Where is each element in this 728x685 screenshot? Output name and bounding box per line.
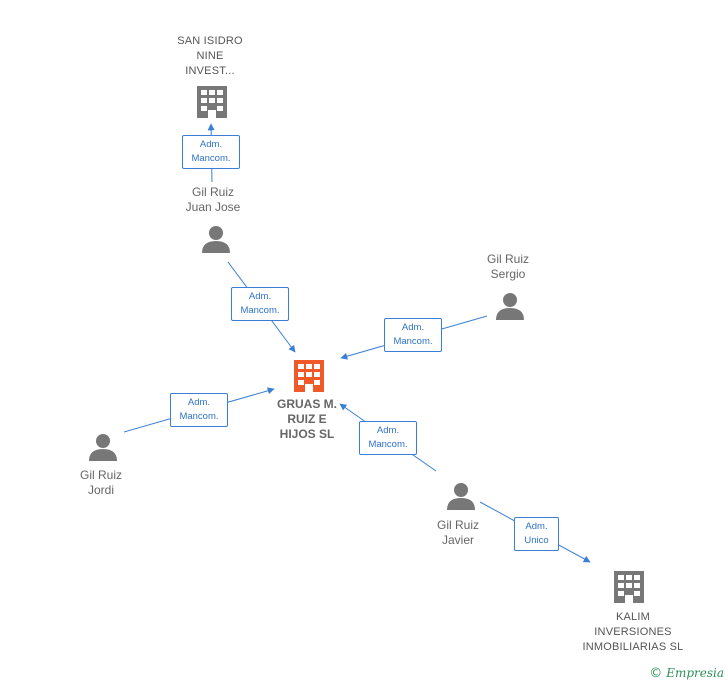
role-badge-javier-kalim: Adm. Unico [514, 517, 559, 551]
san-isidro-building-icon[interactable] [197, 86, 227, 118]
role-badge-juan-jose-san-isidro: Adm. Mancom. [182, 135, 240, 169]
sergio-label[interactable]: Gil Ruiz Sergio [486, 252, 529, 281]
sergio-person-icon[interactable] [496, 293, 524, 320]
kalim-building-icon[interactable] [614, 571, 644, 603]
copyright-symbol: © [649, 666, 663, 681]
javier-label[interactable]: Gil Ruiz Javier [436, 518, 479, 547]
role-badge-javier-main: Adm. Mancom. [359, 421, 417, 455]
main-company-label[interactable]: GRUAS M. RUIZ E HIJOS SL [277, 397, 337, 441]
juan-jose-label[interactable]: Gil Ruiz Juan Jose [185, 185, 241, 214]
san-isidro-label[interactable]: SAN ISIDRO NINE INVEST... [177, 35, 243, 77]
main-company-building-icon[interactable] [294, 360, 324, 392]
empresia-watermark: ©Empresia [649, 666, 724, 681]
role-badge-jordi-main: Adm. Mancom. [170, 393, 228, 427]
role-badge-sergio-main: Adm. Mancom. [384, 318, 442, 352]
kalim-label[interactable]: KALIM INVERSIONES INMOBILIARIAS SL [582, 611, 684, 653]
role-badge-juan-jose-main: Adm. Mancom. [231, 287, 289, 321]
juan-jose-person-icon[interactable] [202, 226, 230, 253]
jordi-label[interactable]: Gil Ruiz Jordi [79, 468, 122, 497]
javier-person-icon[interactable] [447, 483, 475, 510]
brand-logo: Empresia [666, 666, 724, 680]
jordi-person-icon[interactable] [89, 434, 117, 461]
